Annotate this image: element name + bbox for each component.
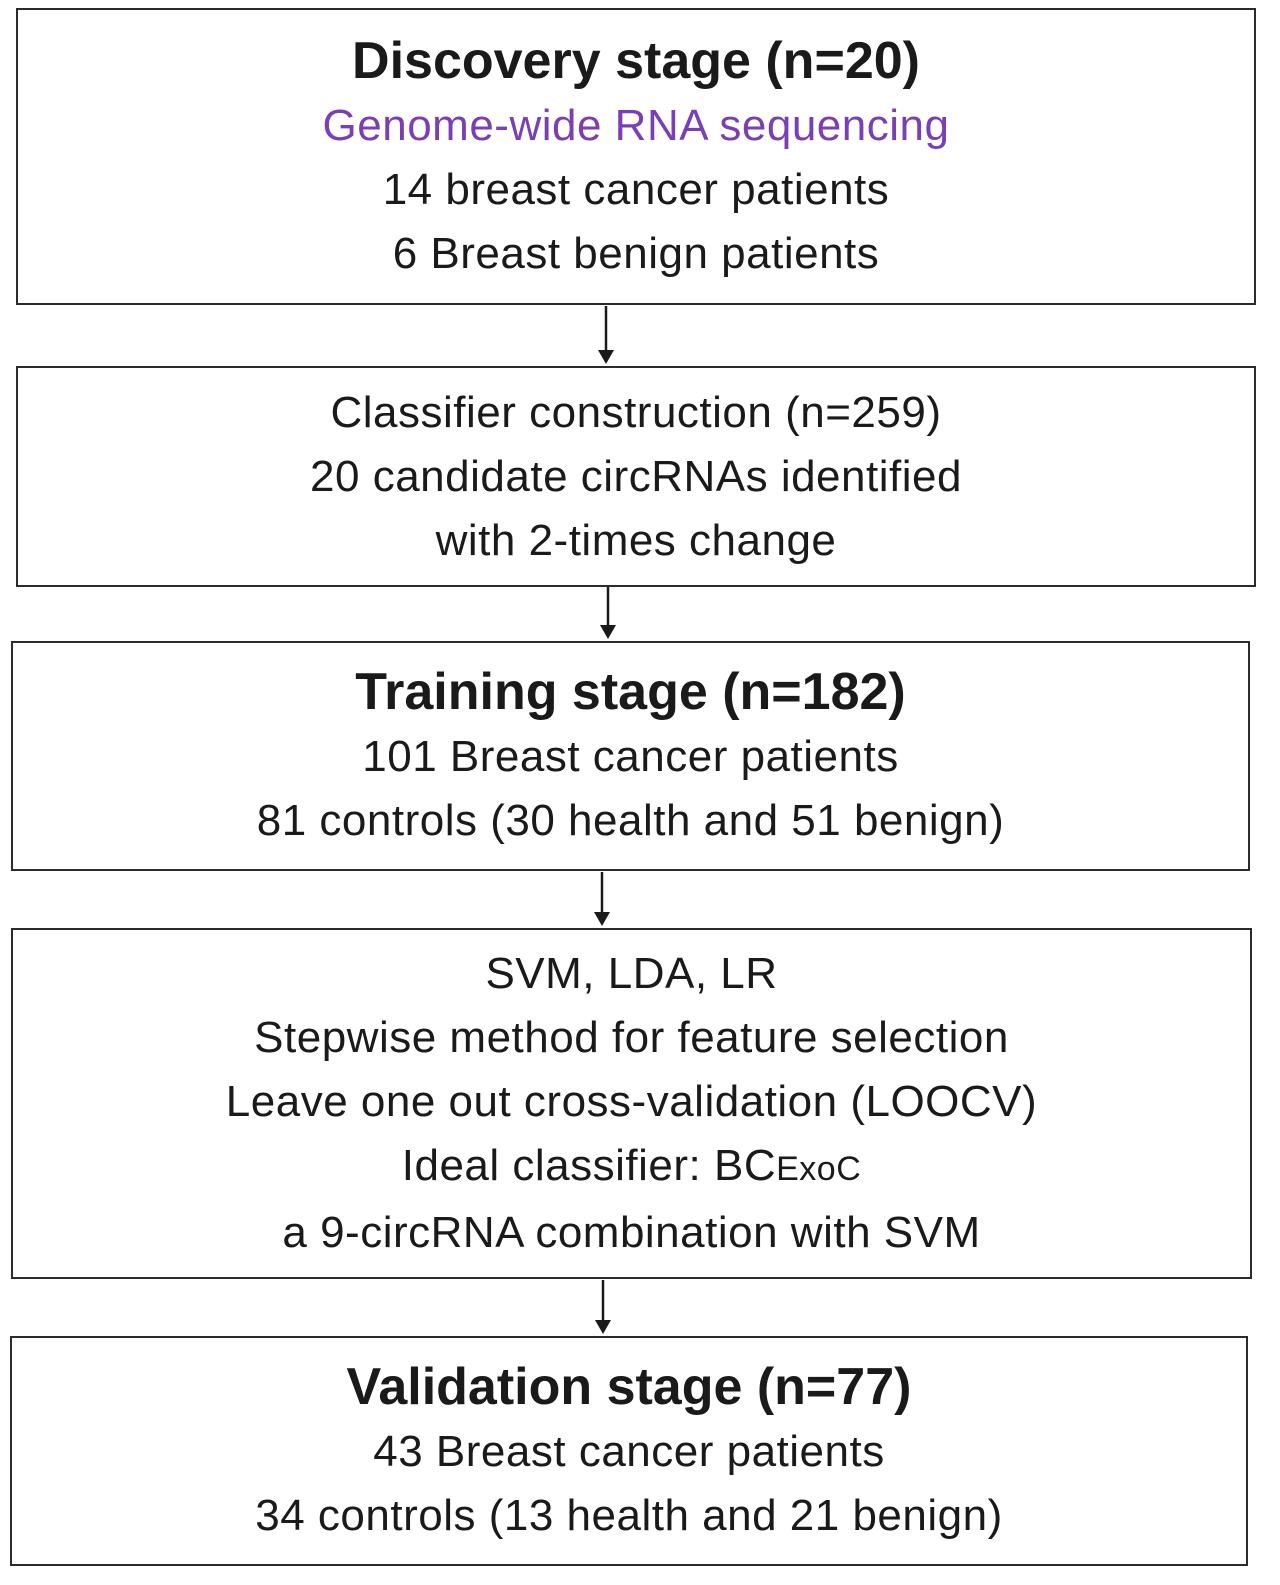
- classifier-construction-line-1: Classifier construction (n=259): [330, 387, 942, 437]
- methods-line-3: Leave one out cross-validation (LOOCV): [225, 1077, 1038, 1126]
- methods-line-2: Stepwise method for feature selection: [254, 1013, 1009, 1062]
- ideal-classifier-subscript: ExoC: [776, 1150, 862, 1188]
- arrow-down-icon: [598, 587, 618, 647]
- validation-line-1: 43 Breast cancer patients: [373, 1427, 885, 1476]
- training-line-2: 81 controls (30 health and 51 benign): [256, 796, 1005, 845]
- training-line-1: 101 Breast cancer patients: [362, 732, 899, 781]
- training-stage-heading: Training stage (n=182): [355, 663, 906, 721]
- classifier-methods-box: SVM, LDA, LR Stepwise method for feature…: [11, 928, 1252, 1279]
- validation-stage-box: Validation stage (n=77) 43 Breast cancer…: [10, 1336, 1248, 1566]
- classifier-construction-line-3: with 2-times change: [435, 515, 837, 565]
- training-stage-box: Training stage (n=182) 101 Breast cancer…: [11, 641, 1250, 871]
- validation-stage-heading: Validation stage (n=77): [346, 1358, 912, 1416]
- arrow-down-icon: [593, 1280, 613, 1340]
- arrow-down-icon: [596, 306, 616, 366]
- classifier-construction-box: Classifier construction (n=259) 20 candi…: [16, 366, 1256, 587]
- ideal-classifier-line: Ideal classifier: BCExoC: [402, 1134, 862, 1201]
- arrow-down-icon: [592, 872, 612, 932]
- discovery-method: Genome-wide RNA sequencing: [322, 100, 950, 150]
- discovery-stage-heading: Discovery stage (n=20): [352, 31, 920, 90]
- methods-line-1: SVM, LDA, LR: [485, 949, 778, 998]
- discovery-stage-box: Discovery stage (n=20) Genome-wide RNA s…: [16, 8, 1256, 305]
- methods-line-5: a 9-circRNA combination with SVM: [282, 1208, 981, 1257]
- ideal-classifier-prefix: Ideal classifier: BC: [401, 1141, 777, 1190]
- discovery-line-1: 14 breast cancer patients: [382, 164, 890, 214]
- discovery-line-2: 6 Breast benign patients: [392, 228, 880, 278]
- classifier-construction-line-2: 20 candidate circRNAs identified: [310, 451, 962, 501]
- validation-line-2: 34 controls (13 health and 21 benign): [255, 1491, 1003, 1540]
